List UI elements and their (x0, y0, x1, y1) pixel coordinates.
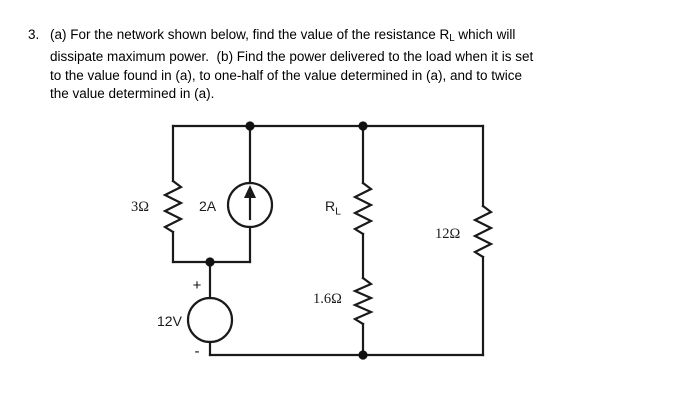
label-rl-main: R (325, 198, 335, 214)
node-dot-bottom-rl (358, 350, 368, 360)
problem-line-4: the value determined in (a). (50, 85, 215, 101)
problem-statement: 3. (a) For the network shown below, find… (28, 26, 628, 103)
voltage-source-minus-sign: - (195, 343, 200, 360)
label-resistor-3-ohm: 3Ω (131, 199, 149, 215)
node-dot-left-loop-bottom (205, 257, 215, 267)
current-source-arrowhead (244, 185, 256, 198)
problem-line-1-tail: which will (454, 27, 516, 42)
node-dot-top-rl (358, 121, 368, 131)
rl-subscript-inline: L (449, 33, 455, 45)
resistor-12-ohm-zigzag (472, 204, 494, 259)
problem-line-2: dissipate maximum power. (b) Find the po… (50, 49, 534, 65)
voltage-source-circle (186, 296, 234, 344)
label-resistor-1p6-ohm: 1.6Ω (313, 291, 342, 307)
problem-number: 3. (28, 27, 40, 42)
problem-line-1: (a) For the network shown below, find th… (50, 26, 602, 48)
problem-line-1-head: (a) For the network shown below, find th… (50, 27, 450, 42)
label-voltage-source-12v: 12V (157, 313, 183, 329)
resistor-3-ohm-zigzag (162, 179, 184, 234)
problem-text: (a) For the network shown below, find th… (50, 26, 602, 103)
label-rl-subscript: L (335, 206, 341, 218)
resistor-1p6-ohm-zigzag (352, 276, 374, 326)
voltage-source-plus-sign: + (193, 277, 202, 294)
label-current-source-2a: 2A (199, 198, 217, 214)
problem-line-3: to the value found in (a), to one-half o… (50, 67, 523, 83)
label-resistor-load-rl: RL (325, 198, 341, 218)
label-resistor-12-ohm: 12Ω (435, 226, 461, 242)
node-dot-top-current-source (245, 121, 255, 131)
resistor-rl-zigzag (352, 181, 374, 236)
